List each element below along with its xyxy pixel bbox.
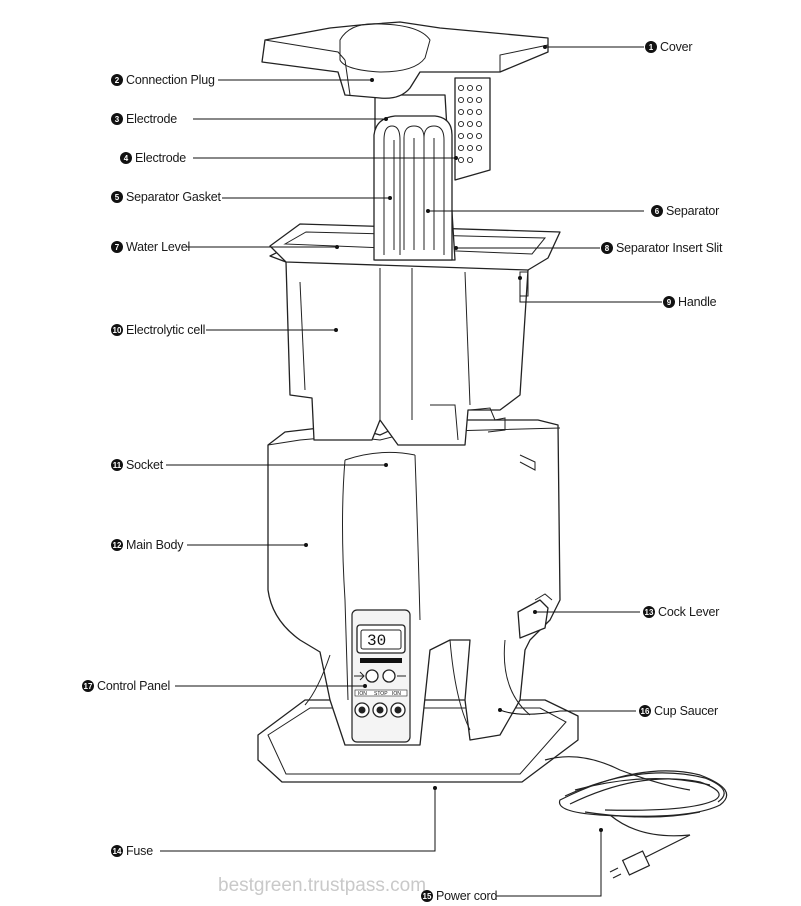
label-socket: 11 Socket	[111, 458, 164, 472]
label-number: 11	[113, 461, 122, 470]
label-cup-saucer: 16 Cup Saucer	[639, 704, 718, 718]
label-connection-plug: 2 Connection Plug	[111, 73, 215, 87]
main-body-drawing	[267, 419, 561, 746]
label-text: Fuse	[126, 844, 153, 858]
cover-drawing	[261, 21, 549, 99]
label-number: 9	[667, 298, 672, 307]
label-text: Separator	[666, 204, 719, 218]
label-number: 2	[115, 76, 120, 85]
label-text: Control Panel	[97, 679, 170, 693]
lcd-readout: 30	[367, 632, 386, 650]
label-number: 7	[115, 243, 120, 252]
label-text: Cover	[660, 40, 692, 54]
leader-lines	[160, 45, 662, 897]
label-cover: 1 Cover	[645, 40, 693, 54]
part-labels: 1 Cover 2 Connection Plug 3 Electrode 4 …	[82, 40, 723, 903]
watermark-text: bestgreen.trustpass.com	[218, 875, 426, 896]
electrode-assembly-drawing	[373, 77, 491, 261]
label-number: 5	[115, 193, 120, 202]
label-separator-gasket: 5 Separator Gasket	[111, 190, 222, 204]
label-control-panel: 17 Control Panel	[82, 679, 170, 693]
power-cord-drawing	[544, 756, 728, 879]
panel-button-label-1: ION	[358, 691, 367, 697]
label-number: 16	[641, 707, 650, 716]
label-text: Power cord	[436, 889, 497, 903]
label-text: Cock Lever	[658, 605, 719, 619]
label-text: Connection Plug	[126, 73, 215, 87]
label-separator: 6 Separator	[651, 204, 719, 218]
label-handle: 9 Handle	[663, 295, 717, 309]
label-text: Handle	[678, 295, 717, 309]
label-number: 8	[605, 244, 610, 253]
label-number: 1	[649, 43, 654, 52]
label-electrode-4: 4 Electrode	[120, 151, 186, 165]
label-number: 15	[423, 892, 432, 901]
label-text: Separator Insert Slit	[616, 241, 723, 255]
control-panel-drawing: 30 ION STOP ION	[351, 609, 411, 743]
label-text: Electrode	[126, 112, 177, 126]
label-electrolytic-cell: 10 Electrolytic cell	[111, 323, 205, 337]
panel-button-label-3: ION	[392, 691, 401, 697]
label-main-body: 12 Main Body	[111, 538, 184, 552]
label-text: Cup Saucer	[654, 704, 718, 718]
label-cock-lever: 13 Cock Lever	[643, 605, 719, 619]
label-number: 6	[655, 207, 660, 216]
label-fuse: 14 Fuse	[111, 844, 153, 858]
label-number: 14	[113, 847, 122, 856]
label-text: Socket	[126, 458, 164, 472]
label-text: Main Body	[126, 538, 184, 552]
label-number: 10	[113, 326, 122, 335]
label-text: Water Level	[126, 240, 190, 254]
panel-button-label-2: STOP	[374, 691, 388, 697]
label-text: Electrolytic cell	[126, 323, 205, 337]
label-number: 17	[84, 682, 93, 691]
label-text: Separator Gasket	[126, 190, 221, 204]
label-number: 13	[645, 608, 654, 617]
label-text: Electrode	[135, 151, 186, 165]
device-illustration: 30 ION STOP ION	[257, 21, 728, 879]
label-number: 12	[113, 541, 122, 550]
label-power-cord: 15 Power cord	[421, 889, 498, 903]
label-number: 4	[124, 154, 129, 163]
label-number: 3	[115, 115, 120, 124]
label-water-level: 7 Water Level	[111, 240, 190, 254]
label-separator-insert-slit: 8 Separator Insert Slit	[601, 241, 723, 255]
label-electrode-3: 3 Electrode	[111, 112, 177, 126]
